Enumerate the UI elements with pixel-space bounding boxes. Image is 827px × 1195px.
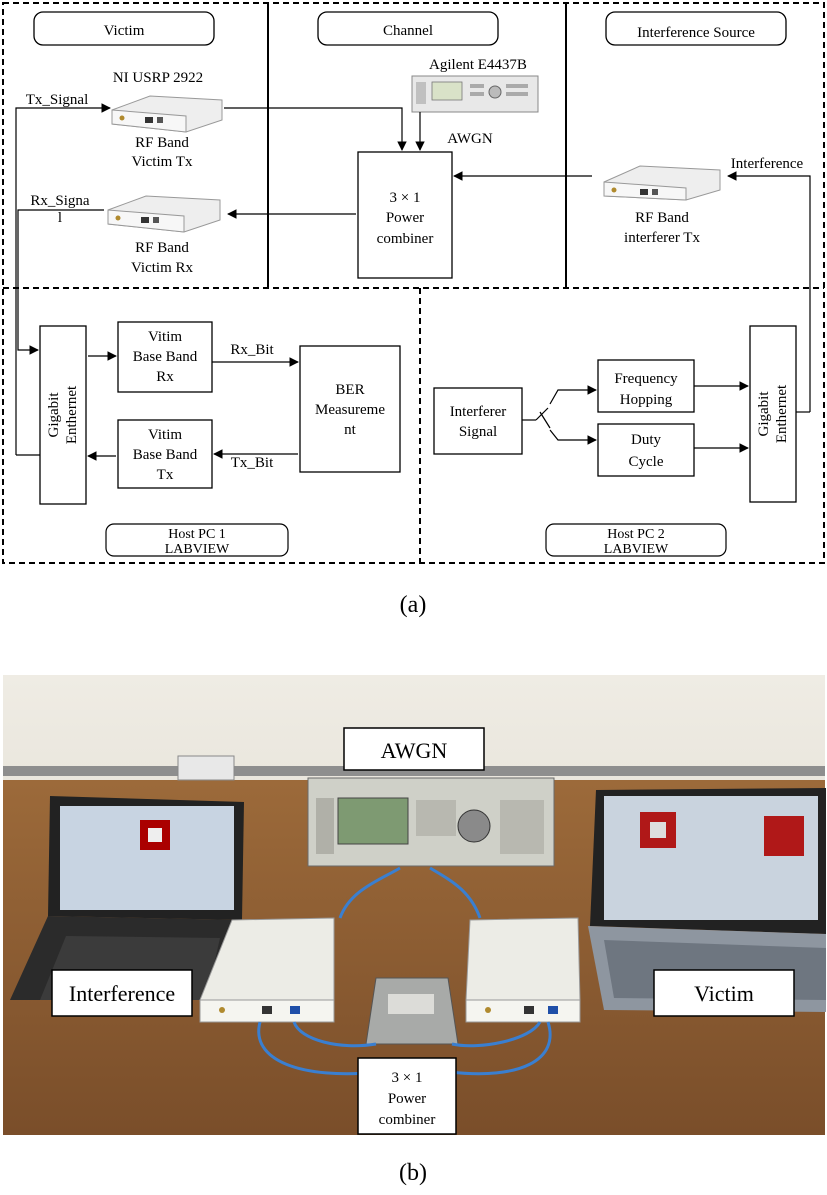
base-tx-line1: Vitim [148, 427, 182, 443]
interferer-tx-label-line1: RF Band [635, 210, 689, 226]
signal-generator-photo [307, 777, 555, 867]
channel-connections [15, 103, 811, 455]
block-diagram: Victim Channel Interference Source NI US… [2, 2, 825, 618]
photo-label-victim: Victim [653, 969, 795, 1017]
region-solid-dividers [267, 3, 567, 288]
photo-combiner-line3: combiner [379, 1112, 436, 1128]
base-rx-line2: Base Band [133, 349, 198, 365]
base-band-rx-block: Vitim Base Band Rx [117, 321, 213, 393]
interferer-tx-label-line2: interferer Tx [624, 230, 700, 246]
host-pc1-line1: Host PC 1 [168, 527, 226, 542]
duty-cycle-line1: Duty [631, 432, 662, 448]
photo-awgn-text: AWGN [381, 738, 448, 763]
photo-interference-text: Interference [69, 981, 175, 1006]
tx-signal-label: Tx_Signal [26, 92, 89, 108]
freq-hopping-line2: Hopping [620, 392, 673, 408]
host-pc2-line2: LABVIEW [604, 542, 669, 557]
host-pc2-connections [522, 381, 810, 453]
power-strip [177, 755, 235, 781]
interferer-signal-line1: Interferer [450, 404, 507, 420]
photo-label-combiner: 3 × 1 Power combiner [357, 1057, 457, 1135]
combiner-line1: 3 × 1 [390, 190, 421, 206]
base-rx-line3: Rx [156, 369, 174, 385]
tx-bit-label: Tx_Bit [231, 455, 274, 471]
region-channel-label: Channel [383, 23, 433, 39]
rx-bit-label: Rx_Bit [230, 342, 274, 358]
host-pc1-connections [16, 351, 299, 461]
outer-dashed-border [2, 2, 825, 564]
gigabit-left-line1: Gigabit [46, 392, 62, 438]
signal-generator-label: Agilent E4437B [429, 57, 527, 73]
duty-cycle-line2: Cycle [629, 454, 664, 470]
host-pc1-label-box: Host PC 1 LABVIEW [105, 523, 289, 557]
victim-rx-label-line1: RF Band [135, 240, 189, 256]
freq-hopping-line1: Frequency [614, 371, 678, 387]
base-tx-line3: Tx [157, 467, 174, 483]
host-pc1-line2: LABVIEW [165, 542, 230, 557]
ber-line2: Measureme [315, 402, 385, 418]
combiner-line3: combiner [377, 231, 434, 247]
duty-cycle-block: Duty Cycle [597, 423, 695, 477]
photo-victim-text: Victim [694, 981, 754, 1006]
interference-signal-label: Interference [731, 156, 804, 172]
region-victim-header: Victim [33, 11, 215, 46]
ber-line1: BER [335, 382, 364, 398]
combiner-line2: Power [386, 210, 424, 226]
victim-tx-label-line2: Victim Tx [132, 154, 193, 170]
usrp-model-label: NI USRP 2922 [113, 70, 203, 86]
interferer-signal-line2: Signal [459, 424, 497, 440]
region-borders [2, 2, 825, 564]
gigabit-right-line1: Gigabit [756, 391, 772, 437]
photo-label-awgn: AWGN [343, 727, 485, 771]
gigabit-right-block: Gigabit Enthernet [749, 325, 797, 503]
region-interference-source-header: Interference Source [605, 11, 787, 46]
host-pc2-line1: Host PC 2 [607, 527, 665, 542]
caption-a: (a) [400, 592, 427, 618]
gigabit-right-line2: Enthernet [774, 384, 790, 443]
usrp-victim-photo [465, 917, 581, 1023]
awgn-label: AWGN [447, 131, 493, 147]
wall-rail [3, 766, 825, 776]
lab-photo: AWGN Interference Victim 3 × 1 Power com… [3, 675, 826, 1135]
caption-b: (b) [399, 1160, 427, 1186]
host-pc2-label-box: Host PC 2 LABVIEW [545, 523, 727, 557]
base-band-tx-block: Vitim Base Band Tx [117, 419, 213, 489]
frequency-hopping-block: Frequency Hopping [597, 359, 695, 413]
gigabit-left-line2: Enthernet [64, 385, 80, 444]
interferer-tx-device [603, 165, 721, 201]
region-victim-label: Victim [104, 23, 145, 39]
photo-label-interference: Interference [51, 969, 193, 1017]
power-combiner-photo [365, 977, 459, 1045]
base-tx-line2: Base Band [133, 447, 198, 463]
victim-rx-label-line2: Victim Rx [131, 260, 194, 276]
power-combiner-block: 3 × 1 Power combiner [357, 151, 453, 279]
base-rx-line1: Vitim [148, 329, 182, 345]
signal-generator-device [411, 75, 539, 113]
ber-line3: nt [344, 422, 357, 438]
region-interference-source-label: Interference Source [637, 25, 755, 41]
switch-symbol [535, 407, 549, 421]
rx-signal-label-line1: Rx_Signa [30, 193, 90, 209]
victim-tx-device [111, 95, 223, 133]
usrp-interference-photo [199, 917, 335, 1023]
photo-combiner-line2: Power [388, 1091, 426, 1107]
victim-rx-device [107, 195, 221, 233]
region-channel-header: Channel [317, 11, 499, 46]
ber-measurement-block: BER Measureme nt [299, 345, 401, 473]
photo-combiner-line1: 3 × 1 [392, 1070, 423, 1086]
interferer-signal-block: Interferer Signal [433, 387, 523, 455]
gigabit-left-block: Gigabit Enthernet [39, 325, 87, 505]
rx-signal-label-line2: l [58, 210, 62, 226]
victim-tx-label-line1: RF Band [135, 135, 189, 151]
photo-cables [257, 866, 552, 1076]
